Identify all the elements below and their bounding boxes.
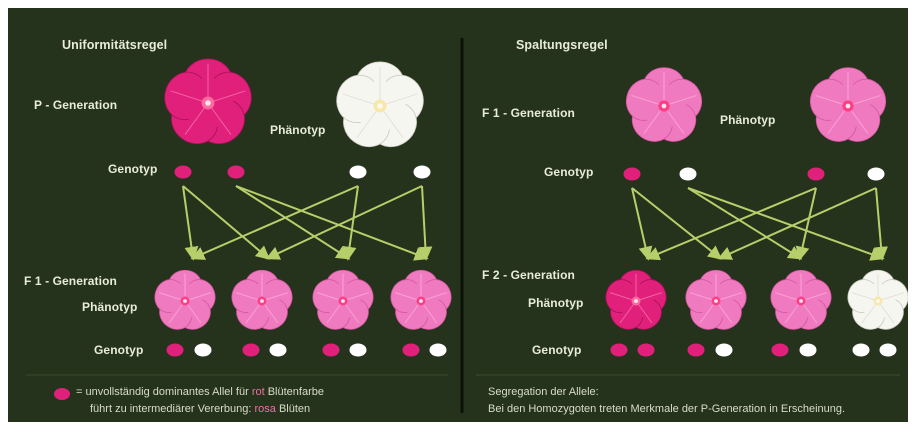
- right-f2-allele-8: [880, 344, 897, 357]
- right-parent-allele-2: [680, 168, 697, 181]
- legend-line-2: führt zu intermediärer Vererbung: rosa B…: [90, 401, 310, 417]
- right-arrow-5: [648, 188, 816, 258]
- left-f1-allele-4: [270, 344, 287, 357]
- right-f2-allele-1: [611, 344, 628, 357]
- left-f1-phaenotyp-label: Phänotyp: [82, 300, 137, 314]
- legend-line-1-text: = unvollständig dominantes Allel für: [76, 386, 252, 398]
- right-f2-flower-2: [682, 270, 751, 335]
- left-p-flower-red: [159, 59, 258, 153]
- left-p-generation-label: P - Generation: [34, 98, 117, 112]
- left-f1-allele-8: [430, 344, 447, 357]
- right-genotyp-label: Genotyp: [544, 165, 593, 179]
- right-f1-flower-2: [805, 68, 891, 150]
- legend-line-1-suffix: Blütenfarbe: [265, 386, 324, 398]
- left-f1-allele-6: [350, 344, 367, 357]
- left-genotyp-label: Genotyp: [108, 162, 157, 176]
- right-f2-allele-3: [688, 344, 705, 357]
- segregation-note-line-2: Bei den Homozygoten treten Merkmale der …: [488, 401, 845, 417]
- left-arrow-8: [422, 186, 426, 258]
- left-arrow-6: [348, 186, 358, 258]
- left-arrow-1: [183, 186, 193, 258]
- left-f1-generation-label: F 1 - Generation: [24, 274, 117, 288]
- legend-line-2-suffix: Blüten: [276, 403, 310, 415]
- left-f1-allele-7: [403, 344, 420, 357]
- right-arrow-8: [876, 188, 882, 258]
- left-f1-flower-4: [387, 270, 456, 335]
- left-f1-allele-2: [195, 344, 212, 357]
- legend-magenta-allele-icon: [52, 386, 72, 402]
- legend-line-1: = unvollständig dominantes Allel für rot…: [76, 384, 324, 400]
- right-f2-allele-2: [638, 344, 655, 357]
- right-arrow-6: [800, 188, 816, 258]
- right-f2-allele-4: [716, 344, 733, 357]
- right-phaenotyp-label: Phänotyp: [720, 113, 775, 127]
- right-parent-allele-1: [624, 168, 641, 181]
- left-phaenotyp-label: Phänotyp: [270, 123, 325, 137]
- left-parent-allele-2: [228, 166, 245, 179]
- left-parent-allele-1: [175, 166, 192, 179]
- left-f1-flower-2: [228, 270, 297, 335]
- left-title: Uniformitätsregel: [62, 38, 167, 52]
- diagram-board: Uniformitätsregel P - Generation Phänoty…: [8, 8, 908, 422]
- segregation-note-line-1: Segregation der Allele:: [488, 384, 599, 400]
- left-f1-allele-5: [323, 344, 340, 357]
- right-f2-flower-1: [602, 270, 671, 335]
- legend-pink-word: rosa: [254, 403, 275, 415]
- right-f2-allele-5: [772, 344, 789, 357]
- right-f2-flower-3: [767, 270, 836, 335]
- right-f2-allele-6: [800, 344, 817, 357]
- left-p-flower-white: [331, 62, 430, 156]
- left-f1-genotyp-label: Genotyp: [94, 343, 143, 357]
- left-f1-flower-1: [151, 270, 220, 335]
- left-arrow-2: [183, 186, 268, 258]
- legend-red-word: rot: [252, 386, 265, 398]
- left-parent-allele-4: [414, 166, 431, 179]
- right-f2-phaenotyp-label: Phänotyp: [528, 296, 583, 310]
- right-title: Spaltungsregel: [516, 38, 608, 52]
- right-f2-flower-4: [844, 270, 908, 335]
- left-f1-flower-3: [309, 270, 378, 335]
- right-parent-allele-3: [808, 168, 825, 181]
- arrow-layer: [183, 186, 882, 258]
- left-f1-allele-3: [243, 344, 260, 357]
- right-parent-allele-4: [868, 168, 885, 181]
- right-f2-genotyp-label: Genotyp: [532, 343, 581, 357]
- right-f1-flower-1: [621, 68, 707, 150]
- right-f1-generation-label: F 1 - Generation: [482, 106, 575, 120]
- diagram-artwork: [8, 8, 908, 422]
- right-f2-generation-label: F 2 - Generation: [482, 268, 575, 282]
- left-f1-allele-1: [167, 344, 184, 357]
- left-parent-allele-3: [350, 166, 367, 179]
- legend-line-2-text: führt zu intermediärer Vererbung:: [90, 403, 254, 415]
- right-f2-allele-7: [853, 344, 870, 357]
